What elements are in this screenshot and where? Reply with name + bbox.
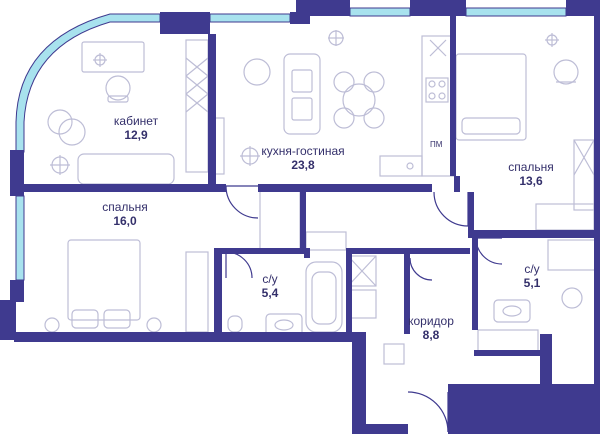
room-area-bedroom1: 13,6: [519, 174, 543, 188]
room-area-bedroom2: 16,0: [113, 214, 137, 228]
room-name-bedroom1: спальня: [508, 160, 554, 174]
room-name-bedroom2: спальня: [102, 200, 148, 214]
room-area-cabinet: 12,9: [124, 128, 148, 142]
room-area-kitchen: 23,8: [291, 158, 315, 172]
room-name-corridor: коридор: [408, 314, 454, 328]
room-area-corridor: 8,8: [422, 328, 440, 342]
room-area-bath1: 5,4: [261, 286, 279, 300]
room-name-bath2: с/у: [524, 262, 540, 276]
room-name-cabinet: кабинет: [113, 114, 159, 128]
room-name-bath1: с/у: [262, 272, 278, 286]
room-name-kitchen: кухня-гостиная: [261, 144, 345, 158]
appliance-tag: ПМ: [430, 140, 443, 149]
room-area-bath2: 5,1: [523, 276, 541, 290]
furniture: [44, 30, 597, 365]
